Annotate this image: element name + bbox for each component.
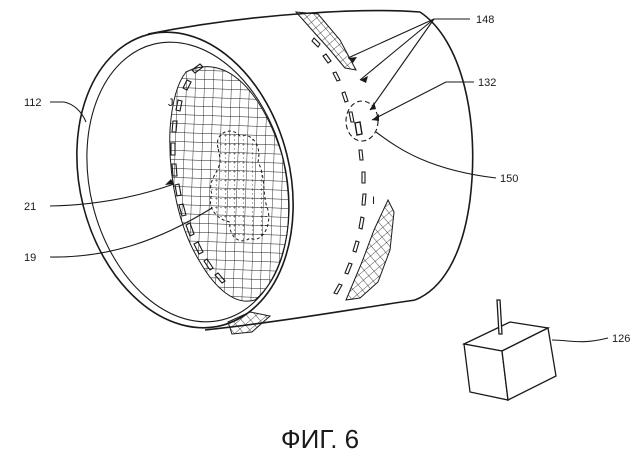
- label-19: 19: [24, 252, 36, 264]
- label-148: 148: [476, 14, 494, 26]
- outer-slot-ring: [312, 38, 366, 294]
- figure-caption: ФИГ. 6: [281, 424, 359, 454]
- outer-mesh-upper: [296, 12, 356, 70]
- label-126: 126: [612, 333, 630, 345]
- reference-labels: 148 132 150 112 21 19 126 J I: [24, 14, 630, 345]
- leader-lines: [50, 19, 608, 342]
- label-132: 132: [478, 77, 496, 89]
- label-ring-i: I: [372, 195, 375, 207]
- label-112: 112: [24, 97, 42, 109]
- label-21: 21: [24, 201, 36, 213]
- label-150: 150: [500, 173, 518, 185]
- label-ring-j: J: [168, 97, 174, 109]
- control-box: [464, 300, 556, 400]
